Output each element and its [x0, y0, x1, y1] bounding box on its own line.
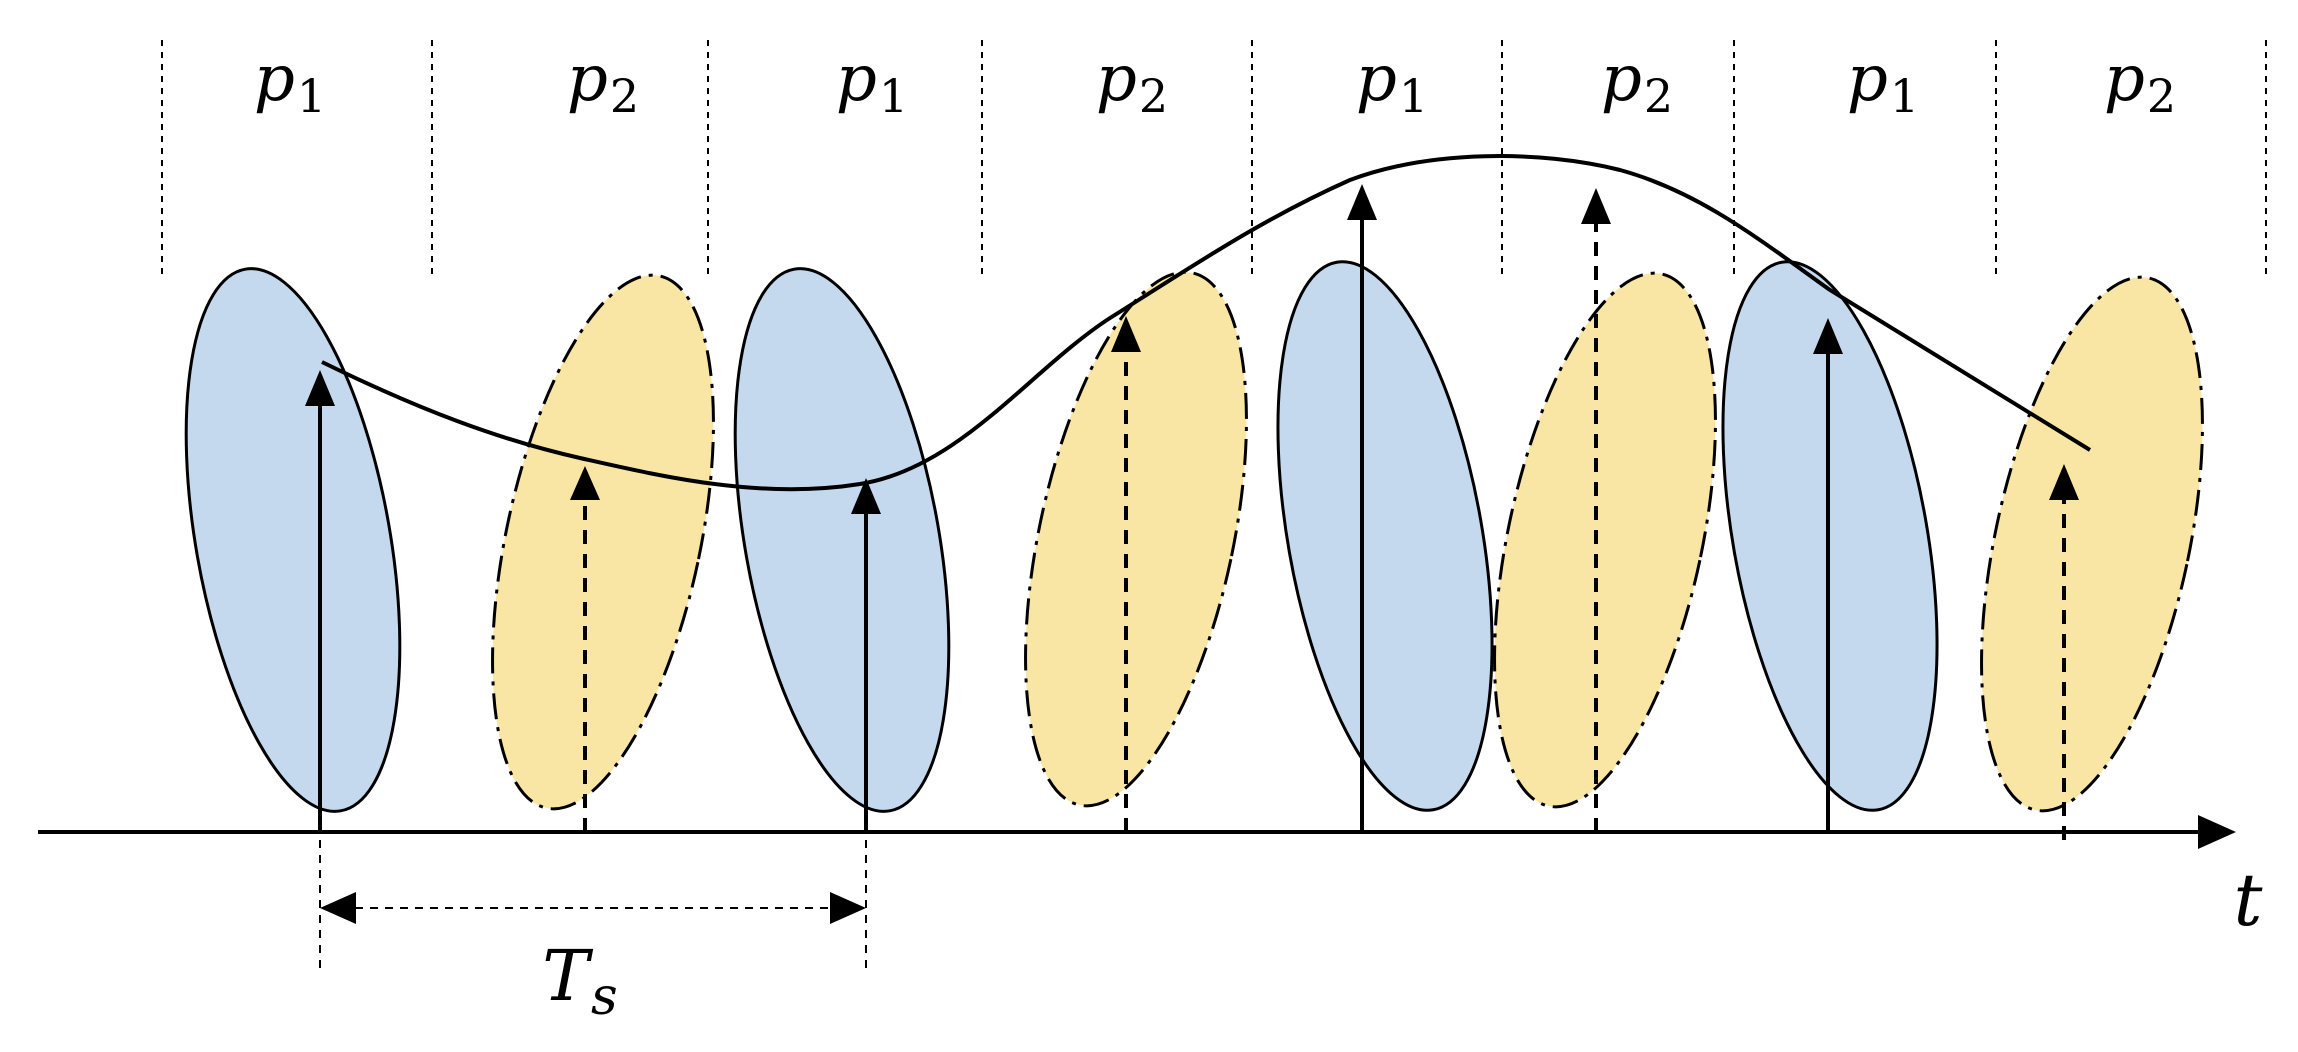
- p2-ellipse: [1980, 275, 2204, 813]
- slot-label: p2: [2104, 42, 2176, 123]
- slot-label: p1: [1356, 42, 1428, 123]
- arrowhead: [305, 370, 335, 406]
- p1-ellipse: [1276, 260, 1494, 812]
- sample-arrows: [318, 198, 2066, 840]
- period-label: Ts: [542, 935, 617, 1027]
- slot-label: p2: [1601, 42, 1673, 123]
- slot-label: p1: [1847, 42, 1919, 123]
- arrowhead: [1111, 316, 1141, 352]
- envelope-curve: [321, 154, 2092, 492]
- pulse-ellipses: [184, 260, 2204, 813]
- slot-labels: p1 p2 p1 p2 p1 p2 p1 p2: [254, 42, 2176, 123]
- slot-label: p2: [1096, 42, 1168, 123]
- slot-label: p1: [836, 42, 908, 123]
- arrowhead: [851, 478, 881, 514]
- period-arrowhead-right: [830, 892, 866, 924]
- p1-ellipse: [733, 267, 951, 813]
- p2-ellipse: [1024, 270, 1248, 808]
- time-axis-label: t: [2234, 858, 2264, 942]
- arrowhead: [1581, 188, 1611, 224]
- slot-label: p1: [254, 42, 326, 123]
- arrowhead: [1347, 184, 1377, 220]
- slot-dividers: [161, 40, 2267, 280]
- slot-label: p2: [567, 42, 639, 123]
- p1-ellipse: [184, 267, 402, 813]
- time-axis-arrowhead: [2198, 815, 2236, 849]
- period-dimension: Ts: [319, 840, 867, 1027]
- arrowhead: [1813, 318, 1843, 354]
- period-arrowhead-left: [320, 892, 356, 924]
- arrowhead: [570, 466, 600, 500]
- arrowhead: [2049, 464, 2079, 500]
- sample-arrowheads: [305, 184, 2079, 514]
- p2-ellipse: [491, 273, 715, 811]
- p2-ellipse: [1493, 271, 1717, 809]
